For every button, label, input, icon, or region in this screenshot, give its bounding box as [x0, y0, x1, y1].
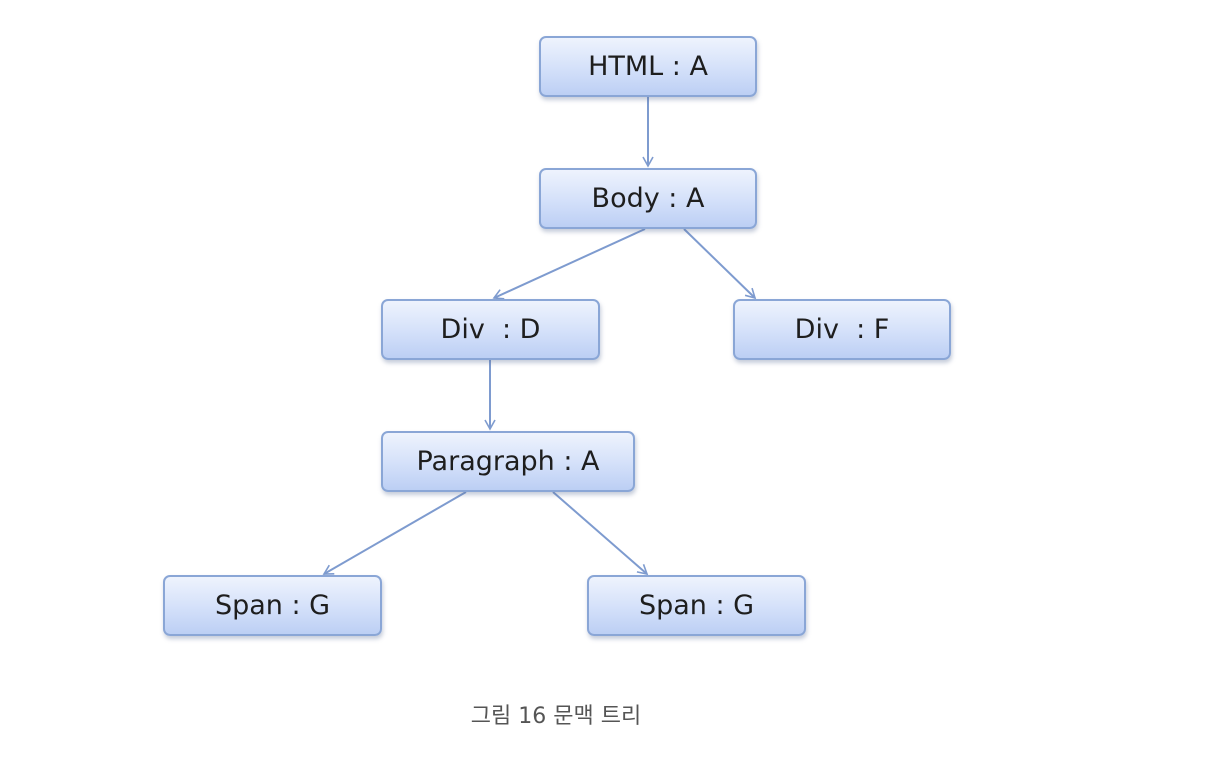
figure-caption: 그림 16 문맥 트리: [470, 704, 642, 729]
node-paragraph: Paragraph : A: [381, 431, 635, 492]
node-div-f: Div : F: [733, 299, 951, 360]
edge-paragraph-span-1: [322, 491, 467, 575]
edge-paragraph-span-2: [552, 491, 649, 576]
node-span-left: Span : G: [163, 575, 382, 636]
node-span-right: Span : G: [587, 575, 806, 636]
node-div-d: Div : D: [381, 299, 600, 360]
edge-body-div-f: [683, 228, 757, 300]
node-body: Body : A: [539, 168, 757, 229]
edge-body-div-d: [492, 228, 646, 300]
node-html: HTML : A: [539, 36, 757, 97]
